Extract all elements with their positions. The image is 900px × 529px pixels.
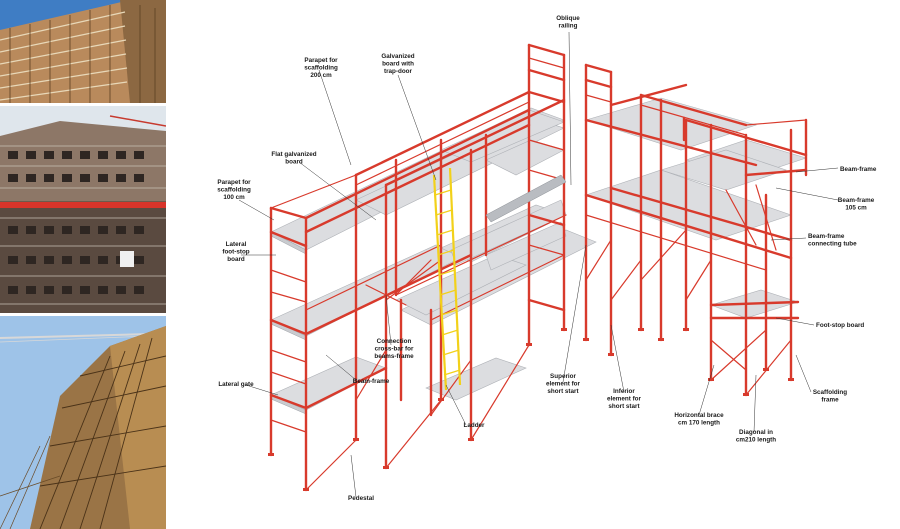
scaffolding-diagram: .r { stroke: #d83a2c; stroke-width: 2.4;… bbox=[217, 15, 877, 502]
right-scaffold bbox=[583, 63, 808, 397]
left-scaffold bbox=[268, 43, 597, 492]
crane-scaffolding-low-angle-photo bbox=[0, 316, 166, 529]
photo-column bbox=[0, 0, 166, 529]
label-lateral-gate: Lateral gate bbox=[218, 381, 254, 388]
label-pedestal: Pedestal bbox=[348, 495, 374, 502]
label-beam-frame-left: Beam-frame bbox=[353, 378, 390, 385]
building-under-construction-photo bbox=[0, 106, 166, 313]
label-ladder: Ladder bbox=[464, 422, 486, 429]
label-beam-frame-right: Beam-frame bbox=[840, 166, 877, 173]
building-facade-scaffolding-photo bbox=[0, 0, 166, 103]
label-footstop-board: Foot-stop board bbox=[816, 322, 864, 329]
